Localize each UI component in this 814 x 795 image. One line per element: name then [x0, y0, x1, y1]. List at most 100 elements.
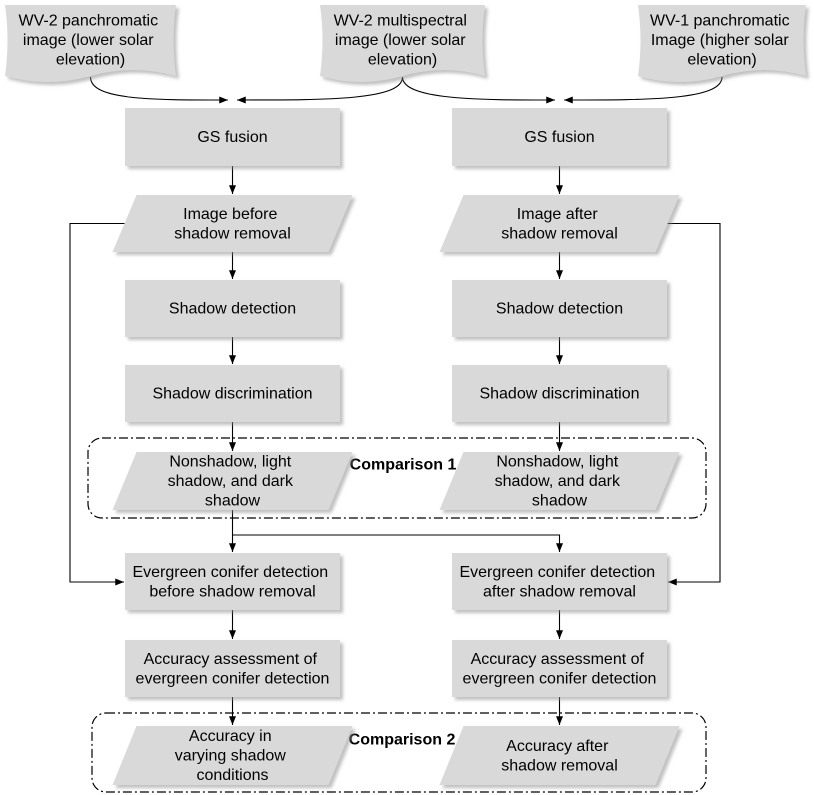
node-accuracy-assessment-before: Accuracy assessment of evergreen conifer…	[125, 640, 340, 697]
data-parallelogram	[439, 195, 680, 252]
process-box	[452, 553, 667, 610]
document-shape	[638, 5, 806, 82]
node-label: Accuracy assessment of evergreen conifer…	[463, 650, 657, 687]
node-label-line: varying shadow	[175, 747, 287, 764]
node-label-line: Nonshadow, light	[496, 453, 618, 470]
process-box	[125, 108, 340, 166]
node-label: Image after shadow removal	[501, 205, 618, 242]
node-label-line: shadow removal	[501, 757, 618, 774]
node-label-line: shadow removal	[174, 225, 291, 242]
comparison-1-label: Comparison 1	[350, 457, 457, 474]
node-label: GS fusion	[524, 129, 594, 146]
node-shadow-discrimination-after: Shadow discrimination	[452, 365, 667, 422]
node-gs-fusion-after: GS fusion	[452, 108, 667, 166]
document-shape	[5, 5, 176, 82]
arrow-wv2-ms-to-gs-fusion-before	[236, 76, 404, 104]
node-label-line: Accuracy assessment of	[144, 650, 318, 667]
node-label-line: shadow	[532, 492, 588, 509]
data-parallelogram	[112, 726, 353, 785]
data-parallelogram	[439, 726, 680, 785]
node-label-line: Image (higher solar	[651, 32, 790, 49]
node-label: Accuracy assessment of evergreen conifer…	[136, 650, 330, 687]
node-label-line: evergreen conifer detection	[136, 670, 330, 687]
node-conifer-detection-before: Evergreen conifer detection before shado…	[125, 553, 340, 610]
arrow-wv1-pan-to-gs-fusion-after	[563, 76, 723, 104]
node-label: Nonshadow, light shadow, and dark shadow	[168, 453, 298, 509]
node-label: Shadow detection	[169, 300, 296, 317]
node-label: WV-1 panchromatic Image (higher solar el…	[650, 12, 794, 68]
node-shadow-classes-after: Nonshadow, light shadow, and dark shadow	[439, 452, 680, 510]
node-label-line: before shadow removal	[149, 583, 315, 600]
node-image-before: Image before shadow removal	[112, 195, 353, 252]
node-label-line: Image after	[517, 205, 599, 222]
node-label-line: Shadow detection	[496, 300, 623, 317]
node-shadow-detection-before: Shadow detection	[125, 280, 340, 337]
comparison-2-frame	[91, 712, 707, 793]
process-box	[125, 365, 340, 422]
document-shape	[320, 5, 485, 82]
arrow-wv2-pan-to-gs-fusion-before	[89, 76, 229, 104]
comparison-2-group: Comparison 2	[91, 712, 707, 793]
node-label-line: elevation)	[56, 51, 125, 68]
edges	[69, 76, 723, 725]
node-label-line: after shadow removal	[483, 583, 636, 600]
node-image-after: Image after shadow removal	[439, 195, 680, 252]
node-label-line: shadow, and dark	[495, 473, 621, 490]
input-wv2-panchromatic: WV-2 panchromatic image (lower solar ele…	[5, 5, 176, 82]
node-label-line: evergreen conifer detection	[463, 670, 657, 687]
node-label: GS fusion	[197, 129, 267, 146]
node-label-line: Image before	[183, 205, 277, 222]
data-parallelogram	[112, 452, 353, 510]
node-label-line: conditions	[196, 767, 268, 784]
node-label-line: WV-2 panchromatic	[18, 12, 158, 29]
node-label: Evergreen conifer detection after shadow…	[459, 563, 659, 600]
node-label: Accuracy in varying shadow conditions	[175, 728, 291, 784]
node-label-line: shadow	[205, 492, 261, 509]
node-label-line: GS fusion	[197, 129, 267, 146]
node-label-line: elevation)	[687, 51, 756, 68]
node-label-line: shadow, and dark	[168, 473, 294, 490]
node-shadow-classes-before: Nonshadow, light shadow, and dark shadow	[112, 452, 353, 510]
node-label: Shadow discrimination	[152, 385, 312, 402]
node-label-line: Shadow detection	[169, 300, 296, 317]
node-label: Nonshadow, light shadow, and dark shadow	[495, 453, 625, 509]
data-parallelogram	[112, 195, 353, 252]
node-label-line: image (lower solar	[23, 32, 154, 49]
process-box	[125, 280, 340, 337]
arrow-classes-to-conifer-detection-after	[232, 534, 563, 552]
node-label: Accuracy after shadow removal	[501, 737, 618, 774]
comparison-2-label: Comparison 2	[349, 732, 456, 749]
node-label-line: image (lower solar	[335, 32, 466, 49]
node-label: Shadow discrimination	[479, 385, 639, 402]
node-gs-fusion-before: GS fusion	[125, 108, 340, 166]
node-conifer-detection-after: Evergreen conifer detection after shadow…	[452, 553, 667, 610]
node-label-line: elevation)	[368, 51, 437, 68]
node-label-line: Shadow discrimination	[152, 385, 312, 402]
arrow-image-after-bypass	[667, 222, 721, 586]
process-box	[125, 553, 340, 610]
arrow-wv2-ms-to-gs-fusion-after	[401, 76, 556, 104]
node-label-line: shadow removal	[501, 225, 618, 242]
process-box	[452, 108, 667, 166]
node-label: Shadow detection	[496, 300, 623, 317]
node-shadow-discrimination-before: Shadow discrimination	[125, 365, 340, 422]
node-accuracy-before: Accuracy in varying shadow conditions	[112, 726, 353, 785]
arrow-image-before-bypass	[69, 222, 125, 586]
node-accuracy-after: Accuracy after shadow removal	[439, 726, 680, 785]
input-wv1-panchromatic: WV-1 panchromatic Image (higher solar el…	[638, 5, 806, 82]
node-label: Image before shadow removal	[174, 205, 291, 242]
comparison-1-frame	[87, 437, 707, 519]
node-label-line: GS fusion	[524, 129, 594, 146]
process-box	[452, 280, 667, 337]
input-wv2-multispectral: WV-2 multispectral image (lower solar el…	[320, 5, 485, 82]
node-label-line: Accuracy after	[506, 737, 609, 754]
node-label: WV-2 panchromatic image (lower solar ele…	[18, 12, 162, 68]
node-label-line: Shadow discrimination	[479, 385, 639, 402]
node-label-line: Evergreen conifer detection	[132, 563, 328, 580]
node-label-line: WV-1 panchromatic	[650, 12, 790, 29]
node-label-line: Accuracy in	[189, 728, 272, 745]
data-parallelogram	[439, 452, 680, 510]
node-shadow-detection-after: Shadow detection	[452, 280, 667, 337]
node-label-line: Accuracy assessment of	[471, 650, 645, 667]
